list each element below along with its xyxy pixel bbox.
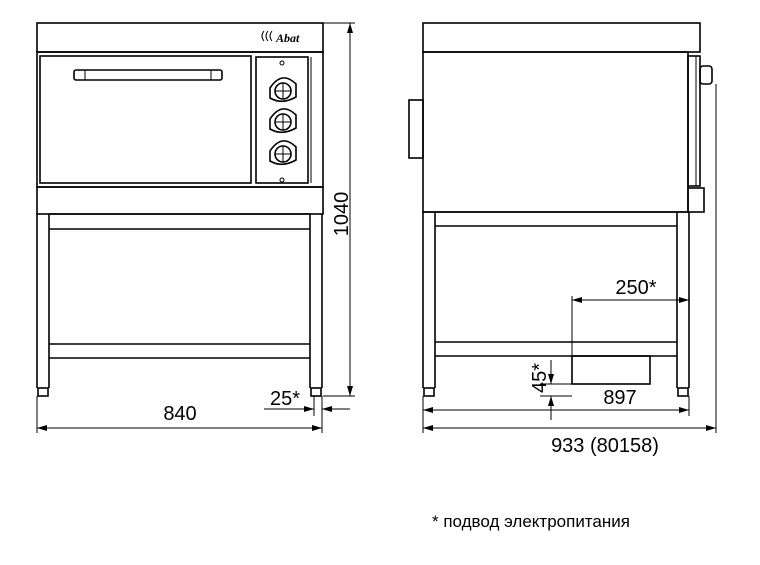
front-oven-body bbox=[36, 51, 324, 188]
side-view bbox=[408, 22, 713, 397]
control-panel bbox=[255, 56, 309, 184]
control-knob-2-icon bbox=[269, 108, 297, 134]
side-rear-box bbox=[408, 99, 424, 159]
dimension-front-width: 840 bbox=[163, 403, 196, 425]
footnote: * подвод электропитания bbox=[432, 512, 630, 531]
front-legs bbox=[36, 214, 323, 397]
side-front-panel bbox=[687, 55, 701, 187]
oven-door bbox=[39, 55, 252, 184]
front-dimensions: 840 1040 25* bbox=[36, 22, 355, 433]
control-knob-1-icon bbox=[269, 77, 297, 103]
power-supply-box bbox=[571, 355, 651, 385]
door-handle bbox=[73, 69, 223, 81]
front-view: Abat bbox=[36, 22, 324, 397]
indicator-lamp-icon bbox=[279, 177, 285, 183]
svg-text:Abat: Abat bbox=[275, 31, 300, 45]
indicator-lamp-icon bbox=[279, 60, 285, 66]
side-knob-icon bbox=[699, 65, 713, 85]
dimension-side-total-depth: 933 (80158) bbox=[551, 435, 659, 457]
side-top-panel bbox=[422, 22, 701, 53]
dimension-side-depth: 897 bbox=[603, 387, 636, 409]
dimension-side-supply-distance: 250* bbox=[615, 277, 656, 299]
control-knob-3-icon bbox=[269, 140, 297, 166]
side-dimensions: 250* 45* 897 933 (80158) bbox=[422, 84, 717, 457]
side-oven-body bbox=[422, 51, 689, 213]
side-lower-panel bbox=[687, 187, 705, 213]
front-frame-top bbox=[36, 186, 324, 215]
side-legs bbox=[422, 212, 690, 397]
brand-logo: Abat bbox=[261, 30, 300, 45]
dimension-front-supply-offset: 25* bbox=[270, 388, 300, 410]
dimension-side-supply-height: 45* bbox=[529, 363, 551, 393]
dimension-front-height: 1040 bbox=[331, 192, 353, 237]
